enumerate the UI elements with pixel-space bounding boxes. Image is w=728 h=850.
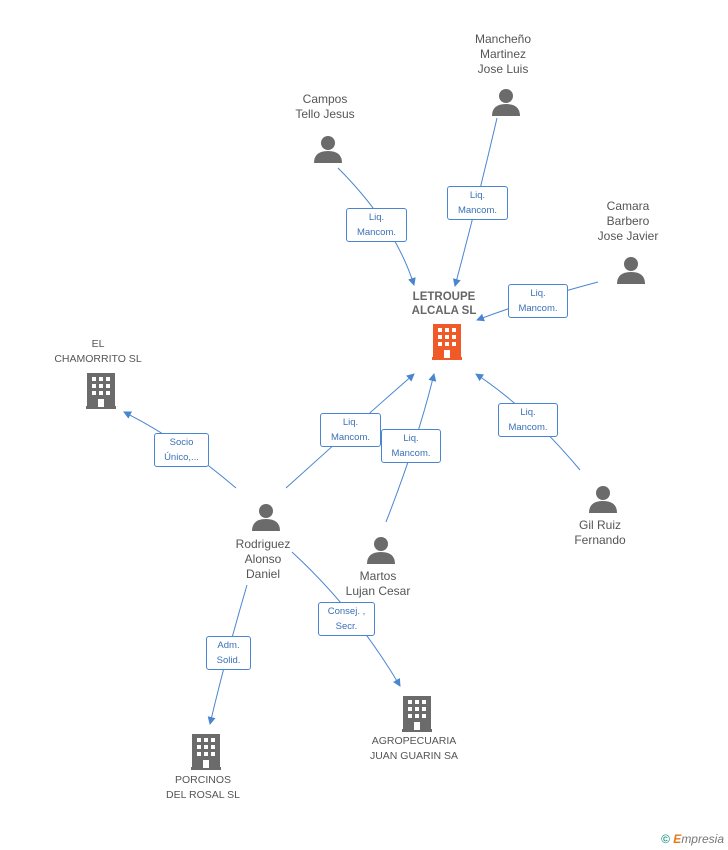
node-label-rodriguez: Rodriguez Alonso Daniel <box>235 537 291 581</box>
relation-label-camara[interactable]: Liq. Mancom. <box>508 284 568 318</box>
person-icon[interactable] <box>367 536 395 564</box>
person-icon[interactable] <box>492 88 520 116</box>
relation-label-mancheno[interactable]: Liq. Mancom. <box>447 186 508 220</box>
person-icon[interactable] <box>314 135 342 163</box>
node-label-porcinos: PORCINOS DEL ROSAL SL <box>166 774 240 801</box>
building-icon[interactable] <box>402 696 432 732</box>
person-icon[interactable] <box>252 503 280 531</box>
relation-label-gilruiz[interactable]: Liq. Mancom. <box>498 403 558 437</box>
building-icon[interactable] <box>86 373 116 409</box>
building-icon[interactable] <box>432 324 462 360</box>
relation-label-martos[interactable]: Liq. Mancom. <box>381 429 441 463</box>
node-label-chamorrito: EL CHAMORRITO SL <box>54 338 142 365</box>
relation-label-rodriguez-letroupe[interactable]: Liq. Mancom. <box>320 413 381 447</box>
relation-label-campos[interactable]: Liq. Mancom. <box>346 208 407 242</box>
node-label-agropecuaria: AGROPECUARIA JUAN GUARIN SA <box>369 735 459 762</box>
relation-label-chamorrito[interactable]: Socio Único,... <box>154 433 209 467</box>
node-label-mancheno: Mancheño Martinez Jose Luis <box>474 32 532 76</box>
relation-label-agropecuaria[interactable]: Consej. , Secr. <box>318 602 375 636</box>
node-label-camara: Camara Barbero Jose Javier <box>597 199 659 243</box>
person-icon[interactable] <box>617 256 645 284</box>
node-label-martos: Martos Lujan Cesar <box>345 569 411 598</box>
brand-watermark: © Empresia <box>661 832 724 846</box>
building-icon[interactable] <box>191 734 221 770</box>
node-label-gilruiz: Gil Ruiz Fernando <box>574 518 626 547</box>
node-label-campos: Campos Tello Jesus <box>295 92 355 121</box>
person-icon[interactable] <box>589 485 617 513</box>
node-label-letroupe: LETROUPE ALCALA SL <box>411 291 477 317</box>
relation-label-porcinos[interactable]: Adm. Solid. <box>206 636 251 670</box>
